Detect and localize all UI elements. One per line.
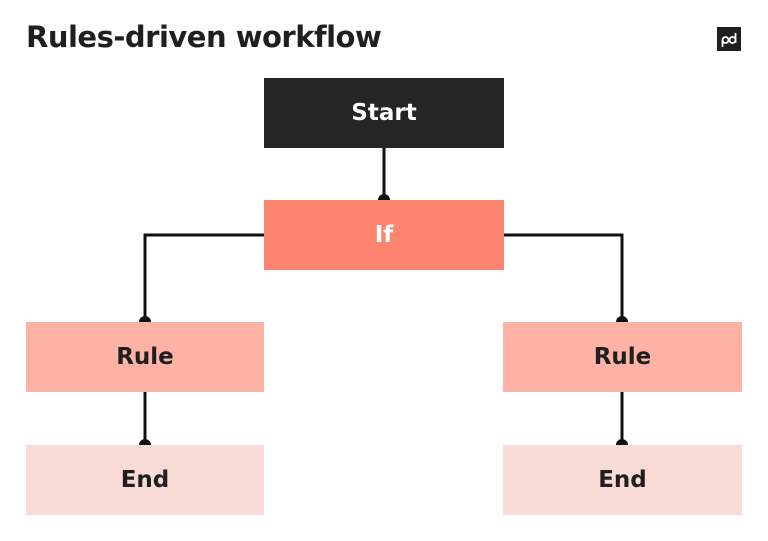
node-if-label: If bbox=[374, 222, 394, 248]
node-rule-left: Rule bbox=[26, 322, 264, 392]
node-end-right-label: End bbox=[598, 467, 647, 493]
node-rule-right-label: Rule bbox=[593, 344, 652, 370]
node-rule-right: Rule bbox=[503, 322, 742, 392]
pd-logo-icon bbox=[717, 27, 741, 51]
node-end-left-label: End bbox=[120, 467, 170, 493]
connector-if-rule-right bbox=[504, 233, 624, 322]
node-start: Start bbox=[264, 78, 504, 148]
node-start-label: Start bbox=[351, 100, 417, 126]
connector-if-rule-left bbox=[143, 233, 264, 322]
page-title: Rules-driven workflow bbox=[26, 20, 382, 54]
node-end-right: End bbox=[503, 445, 742, 515]
node-end-left: End bbox=[26, 445, 264, 515]
node-rule-left-label: Rule bbox=[116, 344, 174, 370]
node-if: If bbox=[264, 200, 504, 270]
